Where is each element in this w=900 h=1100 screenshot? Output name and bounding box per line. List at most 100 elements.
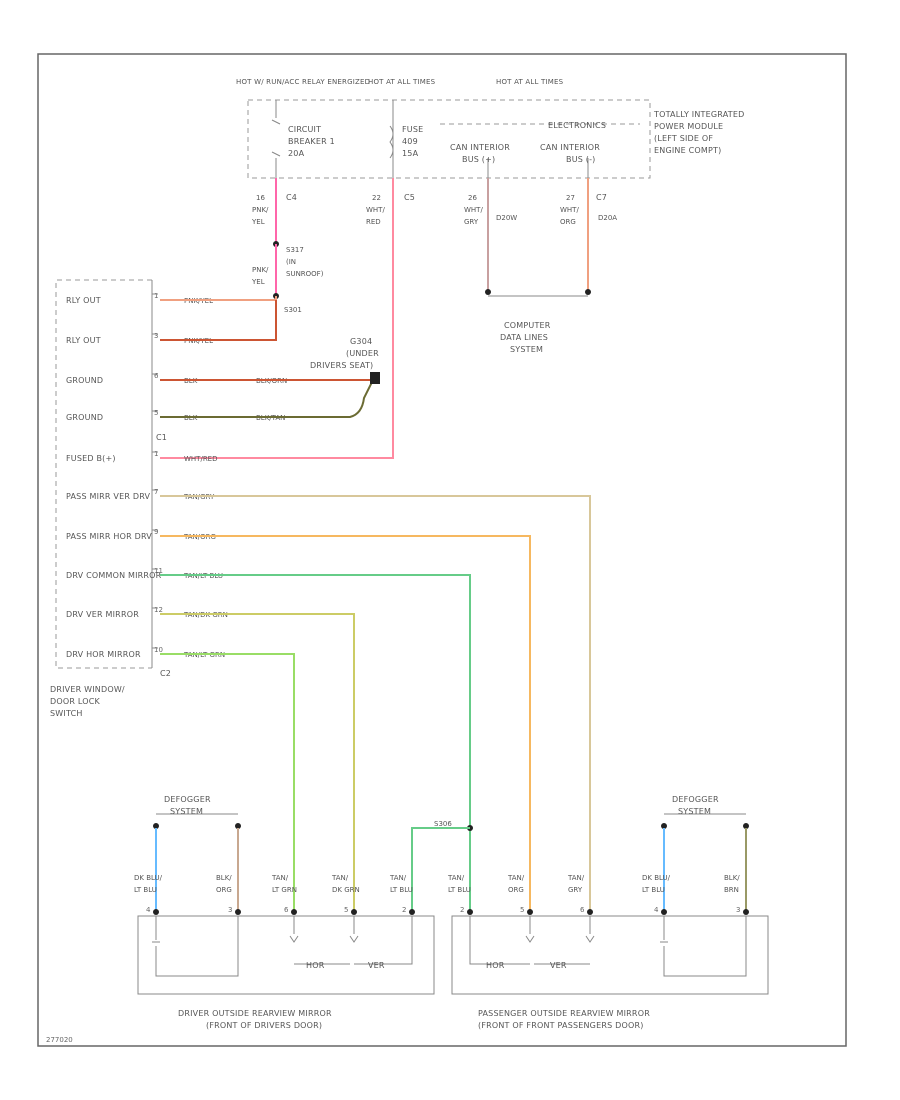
pin-number: 6	[284, 906, 289, 914]
svg-text:CAN INTERIOR: CAN INTERIOR	[450, 143, 510, 152]
svg-text:POWER MODULE: POWER MODULE	[654, 122, 723, 131]
wire-color-label: GRY	[568, 886, 583, 894]
wire-color-label: DK GRN	[332, 886, 360, 894]
svg-text:409: 409	[402, 137, 418, 146]
pin-number: 11	[154, 567, 163, 575]
pin-terminal	[351, 909, 357, 915]
svg-text:DRIVER OUTSIDE REARVIEW MIRROR: DRIVER OUTSIDE REARVIEW MIRROR	[178, 1009, 332, 1018]
switch-name: DRIVER WINDOW/ DOOR LOCK SWITCH	[50, 685, 125, 718]
wire-rly-out-1	[160, 296, 277, 301]
svg-text:VER: VER	[550, 961, 567, 970]
connector-c7: C7	[596, 193, 607, 202]
pin-number: 10	[154, 646, 163, 654]
svg-text:(FRONT OF FRONT PASSENGERS DOO: (FRONT OF FRONT PASSENGERS DOOR)	[478, 1021, 644, 1030]
svg-text:G304: G304	[350, 337, 372, 346]
connector-c4: C4	[286, 193, 297, 202]
wire-color-label: ORG	[508, 886, 524, 894]
wire-rly-out-2	[160, 300, 277, 341]
hot-run-acc-label: HOT W/ RUN/ACC RELAY ENERGIZED	[236, 78, 370, 86]
tipm-name: TOTALLY INTEGRATED POWER MODULE (LEFT SI…	[653, 110, 744, 155]
pin-label: DRV HOR MIRROR	[66, 650, 141, 659]
pin-terminal	[527, 909, 533, 915]
switch-connector-c2: C2	[160, 669, 171, 678]
pin-label: DRV VER MIRROR	[66, 610, 139, 619]
wire-color-label: ORG	[216, 886, 232, 894]
svg-text:26: 26	[468, 194, 477, 202]
svg-text:16: 16	[256, 194, 265, 202]
wire-color-label: TAN/	[567, 874, 585, 882]
pin-number: 5	[520, 906, 524, 914]
wire-color-label: DK BLU/	[642, 874, 671, 882]
svg-text:WHT/: WHT/	[464, 206, 483, 214]
wire-color-label: BLK/	[724, 874, 740, 882]
pin-label: GROUND	[66, 413, 103, 422]
wire-color-label: BLK/	[216, 874, 232, 882]
drv-mirror-name: DRIVER OUTSIDE REARVIEW MIRROR (FRONT OF…	[178, 1009, 332, 1030]
pin-number: 3	[154, 332, 158, 340]
svg-text:15A: 15A	[402, 149, 419, 158]
pass-mirror-name: PASSENGER OUTSIDE REARVIEW MIRROR (FRONT…	[478, 1009, 650, 1030]
pin-terminal	[661, 909, 667, 915]
svg-text:VER: VER	[368, 961, 385, 970]
svg-text:WHT/: WHT/	[560, 206, 579, 214]
wire-color-label: TAN/	[447, 874, 465, 882]
pin-terminal	[153, 909, 159, 915]
driver-window-switch: C1 C2 DRIVER WINDOW/ DOOR LOCK SWITCH	[50, 279, 171, 718]
wire-color-label: WHT/RED	[184, 455, 218, 463]
pin-label: RLY OUT	[66, 296, 101, 305]
drv-defogger: DEFOGGER SYSTEM	[153, 795, 241, 829]
svg-text:PNK/: PNK/	[252, 266, 269, 274]
svg-text:BUS (+): BUS (+)	[462, 155, 495, 164]
wire-color-label: DK BLU/	[134, 874, 163, 882]
svg-text:ENGINE COMPT): ENGINE COMPT)	[654, 146, 721, 155]
pin-number: 1	[154, 450, 158, 458]
splice-s306: S306	[411, 820, 473, 910]
driver-mirror: DEFOGGER SYSTEM HOR VER DRIVER OUTSIDE R…	[137, 795, 435, 1030]
wire-tan-org	[160, 535, 531, 910]
svg-text:(IN: (IN	[286, 258, 296, 266]
wire-color-label: TAN/	[389, 874, 407, 882]
svg-text:YEL: YEL	[251, 218, 265, 226]
wire-tan-lt-grn	[160, 653, 295, 910]
wire-color-label: BRN	[724, 886, 739, 894]
svg-text:RED: RED	[366, 218, 381, 226]
diagram-frame	[37, 53, 847, 1047]
pin-number: 4	[146, 906, 151, 914]
svg-text:SWITCH: SWITCH	[50, 709, 83, 718]
connector-c5: C5	[404, 193, 415, 202]
svg-text:ORG: ORG	[560, 218, 576, 226]
svg-text:SYSTEM: SYSTEM	[510, 345, 543, 354]
tipm-module: HOT W/ RUN/ACC RELAY ENERGIZED HOT AT AL…	[236, 78, 744, 202]
pin-number: 3	[736, 906, 740, 914]
svg-text:HOR: HOR	[306, 961, 325, 970]
circuit-breaker: CIRCUIT BREAKER 1 20A	[271, 100, 335, 178]
pin-label: PASS MIRR HOR DRV	[66, 532, 152, 541]
pass-defogger: DEFOGGER SYSTEM	[661, 795, 749, 829]
computer-data-lines: COMPUTER DATA LINES SYSTEM	[500, 321, 551, 354]
svg-text:CAN INTERIOR: CAN INTERIOR	[540, 143, 600, 152]
fuse-409: FUSE 409 15A	[389, 100, 423, 178]
pin-number: 2	[460, 906, 464, 914]
mirror-pin: TAN/LT BLU 2	[447, 874, 473, 915]
pin-number: 12	[154, 606, 163, 614]
pin-number: 5	[154, 409, 158, 417]
pin-number: 4	[654, 906, 659, 914]
wire-tan-lt-blu	[160, 574, 471, 910]
svg-text:DATA LINES: DATA LINES	[500, 333, 548, 342]
svg-text:HOR: HOR	[486, 961, 505, 970]
switch-connector-c1: C1	[156, 433, 167, 442]
wire-color-label: LT BLU	[448, 886, 471, 894]
svg-text:TOTALLY INTEGRATED: TOTALLY INTEGRATED	[653, 110, 744, 119]
can-bus: CAN INTERIOR BUS (+) CAN INTERIOR BUS (-…	[450, 143, 600, 178]
